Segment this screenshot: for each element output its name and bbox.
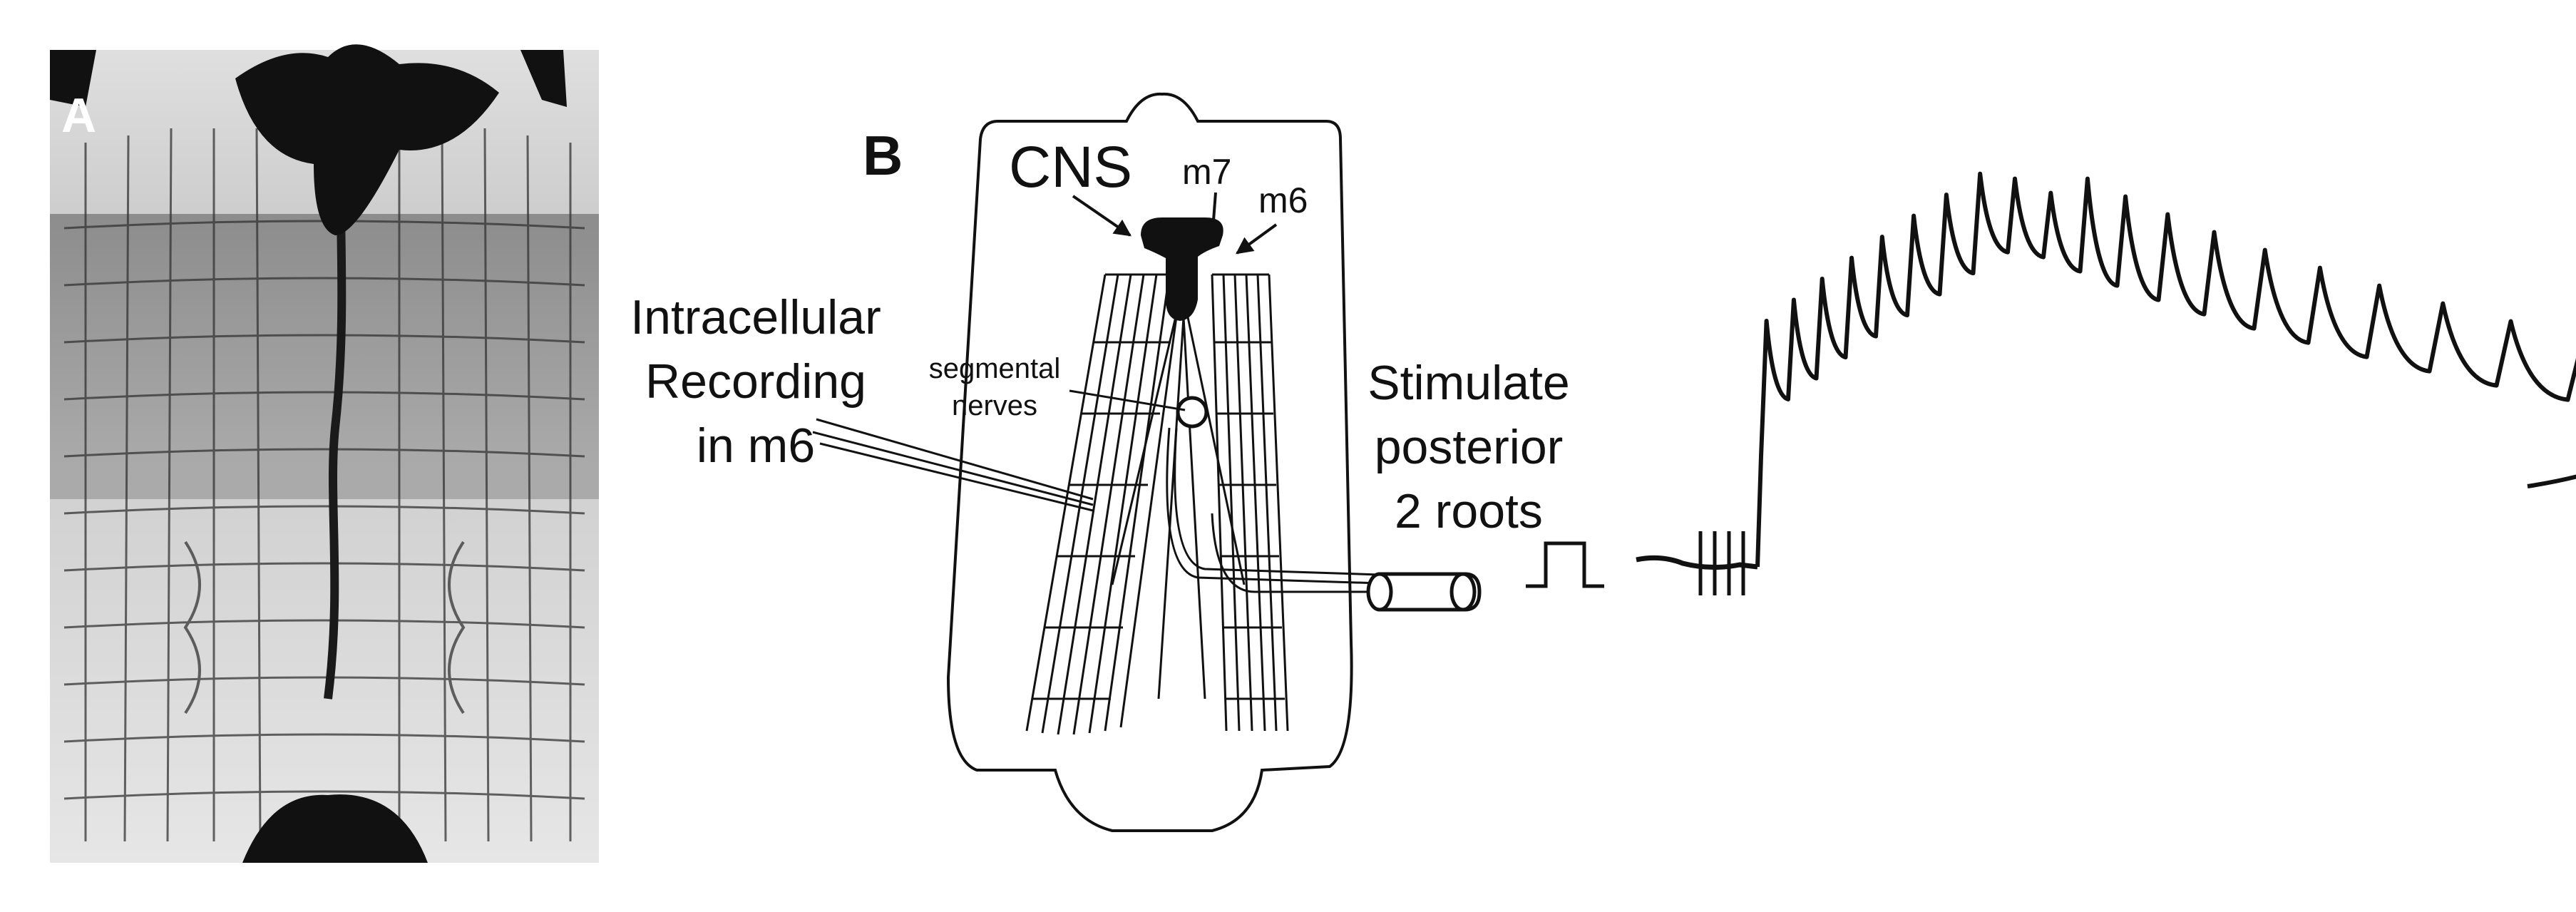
stimulate-label-line2: posterior xyxy=(1375,420,1564,474)
panel-a-photo: A xyxy=(50,44,599,863)
recording-label-line1: Intracellular xyxy=(630,290,881,344)
suction-electrode xyxy=(1366,572,1482,612)
photo-head-tissue xyxy=(235,44,499,235)
muscle-mesh xyxy=(63,128,585,842)
stimulus-artifacts xyxy=(1698,531,1745,595)
segmental-label-line2: nerves xyxy=(952,390,1037,421)
photo-dark-band xyxy=(50,214,599,499)
photo-pin-right xyxy=(520,50,567,107)
panel-b-diagram: B xyxy=(630,92,1604,832)
trace-response xyxy=(1755,171,2576,568)
cns-arrow xyxy=(1072,195,1132,237)
panel-a-letter: A xyxy=(61,88,96,143)
photo-tail-tissue xyxy=(242,794,428,863)
trace-baseline xyxy=(1636,555,1758,570)
m6-label: m6 xyxy=(1258,180,1308,220)
segmental-label-line1: segmental xyxy=(929,353,1061,384)
stimulate-label-line3: 2 roots xyxy=(1395,484,1543,538)
recording-electrode xyxy=(812,418,1094,512)
photo-pin-left xyxy=(50,50,96,107)
m7-label: m7 xyxy=(1182,152,1231,192)
recording-label-line2: Recording xyxy=(645,354,866,409)
right-muscle-block xyxy=(1211,273,1289,732)
stimulation-nerve xyxy=(1166,427,1380,593)
panel-b-letter: B xyxy=(863,124,903,187)
segmental-leader-line xyxy=(1069,389,1186,411)
m7-arrow xyxy=(1204,192,1222,241)
recording-label-line3: in m6 xyxy=(697,419,815,473)
cns-label: CNS xyxy=(1009,135,1132,200)
segmental-nerve-marker xyxy=(1176,396,1209,429)
stimulus-pulse-symbol xyxy=(1526,541,1604,588)
cns-ganglion xyxy=(1111,217,1246,700)
stimulate-label-line1: Stimulate xyxy=(1367,356,1569,410)
voltage-trace xyxy=(1636,171,2576,595)
left-muscle-block xyxy=(1025,273,1184,735)
m6-arrow xyxy=(1236,223,1278,255)
larva-body-outline xyxy=(946,92,1353,832)
